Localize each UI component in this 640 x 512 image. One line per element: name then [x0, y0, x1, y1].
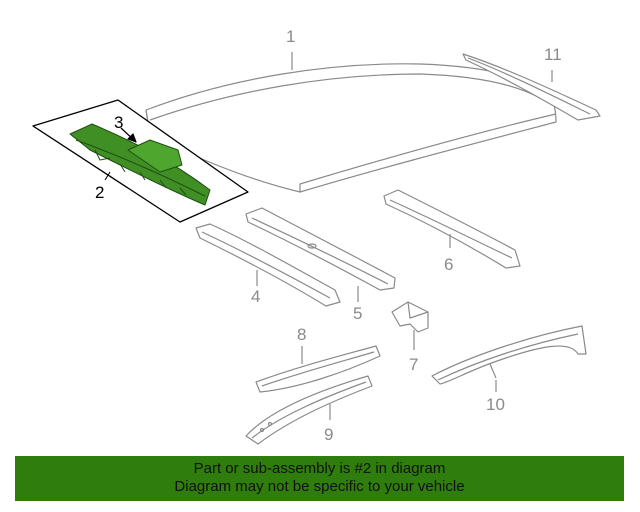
roof-bow-part-5 [245, 207, 396, 302]
lower-rail-part-9 [245, 375, 373, 445]
callout-1: 1 [286, 27, 296, 46]
banner-line-part-number: Part or sub-assembly is #2 in diagram [193, 460, 446, 477]
info-banner: Part or sub-assembly is #2 in diagram Di… [15, 456, 624, 501]
bracket-part-7 [391, 301, 429, 350]
callout-7: 7 [409, 355, 419, 374]
callout-4: 4 [251, 287, 261, 306]
roof-side-rail-part-4 [195, 223, 341, 307]
inner-rail-part-8 [255, 345, 381, 393]
callout-3: 3 [114, 113, 124, 132]
front-roof-header-part [69, 123, 211, 206]
callout-2: 2 [95, 183, 105, 202]
roof-bow-part-6 [383, 189, 521, 269]
callout-5: 5 [353, 304, 363, 323]
callout-11: 11 [544, 45, 562, 64]
banner-line-disclaimer: Diagram may not be specific to your vehi… [174, 478, 465, 495]
callout-6: 6 [444, 255, 454, 274]
rear-rail-part-10 [431, 325, 587, 392]
callout-10: 10 [486, 395, 505, 414]
roof-panel-part [145, 52, 557, 193]
callout-9: 9 [324, 425, 334, 444]
callout-8: 8 [297, 325, 307, 344]
roof-molding-part [462, 53, 601, 121]
